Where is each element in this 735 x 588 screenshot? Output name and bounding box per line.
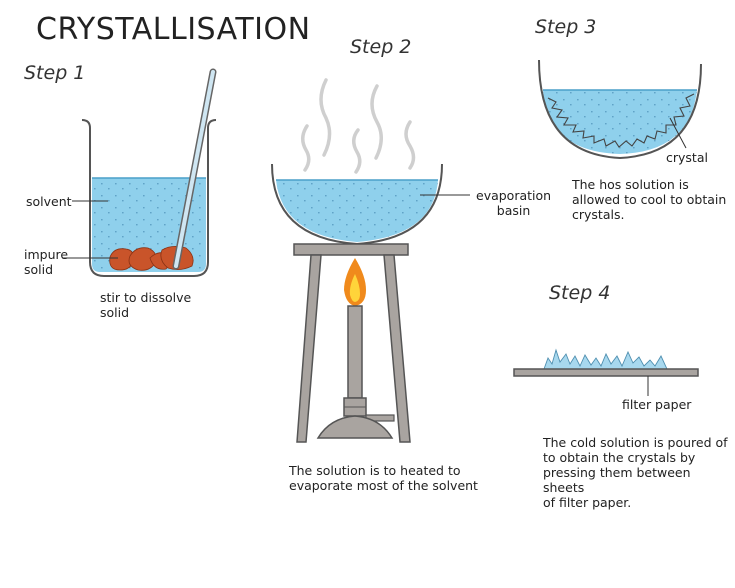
tripod-stand xyxy=(293,243,411,443)
evaporation-basin-label: evaporation basin xyxy=(476,188,552,218)
page-title: CRYSTALLISATION xyxy=(36,12,311,47)
drying-crystals xyxy=(543,348,668,370)
dish-crystals xyxy=(547,93,695,148)
step1-caption: stir to dissolve solid xyxy=(100,290,192,320)
filter-paper-label: filter paper xyxy=(622,397,692,412)
bunsen-burner xyxy=(316,258,395,439)
evaporation-basin xyxy=(271,163,470,246)
filter-paper-crystals xyxy=(513,348,699,396)
step1-heading: Step 1 xyxy=(24,62,86,84)
steam xyxy=(301,78,416,174)
crystal-label: crystal xyxy=(666,150,708,165)
step4-heading: Step 4 xyxy=(549,282,611,304)
impure-solid-label: impure solid xyxy=(24,247,69,277)
beaker xyxy=(62,68,217,277)
step2-heading: Step 2 xyxy=(350,36,412,58)
filter-paper xyxy=(513,368,699,377)
step3-heading: Step 3 xyxy=(535,16,597,38)
beaker-glass xyxy=(81,119,217,277)
step2-caption: The solution is to heated to evaporate m… xyxy=(289,463,478,493)
step4-caption: The cold solution is poured of to obtain… xyxy=(543,435,728,510)
crystallising-dish xyxy=(538,59,702,160)
step3-caption: The hos solution is allowed to cool to o… xyxy=(572,177,727,222)
solvent-label: solvent xyxy=(26,194,72,209)
stirring-rod xyxy=(172,68,217,270)
